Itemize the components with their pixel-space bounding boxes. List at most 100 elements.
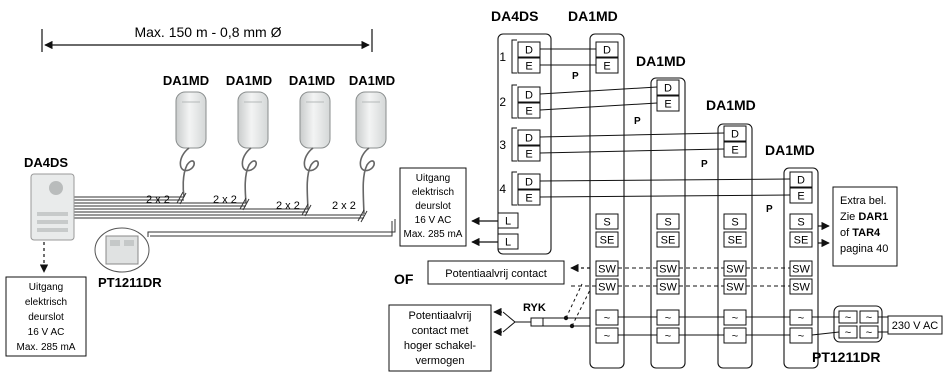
handset-term-s-2 <box>656 213 680 230</box>
panel-term-d-1-label: D <box>525 45 533 57</box>
psu-label-left: PT1211DR <box>98 275 162 290</box>
panel-term-e-2-label: E <box>525 106 532 118</box>
handset-term-s-1-label: S <box>603 217 610 229</box>
svg-text:P: P <box>701 159 708 170</box>
svg-text:contact met: contact met <box>412 325 469 337</box>
svg-text:deurslot: deurslot <box>28 312 64 323</box>
installation-overview: Max. 150 m - 0,8 mm Ø DA1MD DA1MD DA1MD … <box>5 24 396 357</box>
svg-text:vermogen: vermogen <box>416 355 465 367</box>
wire-label-4: 2 x 2 <box>332 200 356 212</box>
handset-term-se-1 <box>595 231 619 248</box>
svg-text:230 V AC: 230 V AC <box>892 320 939 332</box>
panel-term-e-3 <box>517 145 541 162</box>
contact2-box: Potentiaalvrij contact met hoger schakel… <box>388 304 492 372</box>
handset-term-ac2-2-label: ~ <box>665 331 671 343</box>
svg-text:2: 2 <box>499 95 506 109</box>
handset-term-sw2-3-label: SW <box>726 282 744 294</box>
handset-term-s-4 <box>789 213 813 230</box>
handset-term-ac1-3-label: ~ <box>732 313 738 325</box>
handset-term-d-3-label: D <box>731 129 739 141</box>
svg-text:Zie DAR1: Zie DAR1 <box>840 211 888 223</box>
door-panel <box>30 173 75 241</box>
svg-text:elektrisch: elektrisch <box>25 297 67 308</box>
handset-term-ac1-1-label: ~ <box>604 313 610 325</box>
svg-text:~: ~ <box>845 312 851 324</box>
contact-box: Potentiaalvrij contact <box>427 260 565 285</box>
svg-text:P: P <box>766 204 773 215</box>
handset-term-sw1-1-label: SW <box>598 264 616 276</box>
svg-text:Potentiaalvrij: Potentiaalvrij <box>409 310 472 322</box>
svg-text:~: ~ <box>866 312 872 324</box>
handset-term-d-4-label: D <box>797 175 805 187</box>
handset-title-2: DA1MD <box>636 53 686 69</box>
panel-term-d-3-label: D <box>525 133 533 145</box>
handset-term-s-2-label: S <box>664 217 671 229</box>
of-label: OF <box>394 271 414 287</box>
panel-term-e-3-label: E <box>525 149 532 161</box>
handset-term-e-4-label: E <box>797 191 804 203</box>
svg-text:elektrisch: elektrisch <box>412 187 454 198</box>
handset-term-sw1-3-label: SW <box>726 264 744 276</box>
handset-term-se-4-label: SE <box>794 235 809 247</box>
panel-term-d-3 <box>517 129 541 146</box>
handset-term-se-3-label: SE <box>728 235 743 247</box>
handset-block-3 <box>717 123 753 369</box>
handset-4 <box>355 91 387 215</box>
svg-text:Max. 285 mA: Max. 285 mA <box>404 229 463 240</box>
svg-text:~: ~ <box>866 327 872 339</box>
handset-label-1: DA1MD <box>163 73 209 88</box>
handset-2 <box>237 91 269 204</box>
handset-term-ac1-2-label: ~ <box>665 313 671 325</box>
handset-label-3: DA1MD <box>289 73 335 88</box>
handset-term-se-4 <box>789 231 813 248</box>
panel-term-e-4 <box>517 189 541 206</box>
panel-term-e-4-label: E <box>525 193 532 205</box>
panel-term-d-2-label: D <box>525 90 533 102</box>
panel-block <box>497 33 552 255</box>
handset-term-ac2-1-label: ~ <box>604 331 610 343</box>
handset-block-2 <box>650 77 686 369</box>
left-output-box: Uitgang elektrisch deurslot 16 V AC Max.… <box>5 276 87 357</box>
bus-wires <box>72 196 396 257</box>
handset-term-sw1-2-label: SW <box>659 264 677 276</box>
psu-label-right: PT1211DR <box>812 349 880 365</box>
wire-label-1: 2 x 2 <box>146 194 170 206</box>
handset-title-4: DA1MD <box>765 142 815 158</box>
handset-term-se-2 <box>656 231 680 248</box>
handset-term-sw2-4-label: SW <box>792 282 810 294</box>
svg-text:3: 3 <box>499 138 506 152</box>
handset-term-ac1-4-label: ~ <box>798 313 804 325</box>
wire-label-3: 2 x 2 <box>276 200 300 212</box>
panel-term-e-1-label: E <box>525 61 532 73</box>
panel-label: DA4DS <box>24 155 68 170</box>
distance-label: Max. 150 m - 0,8 mm Ø <box>134 24 281 40</box>
panel-term-d-2 <box>517 86 541 103</box>
handset-term-sw1-4-label: SW <box>792 264 810 276</box>
wiring-schematic: DA4DS DA1MD DA1MD DA1MD DA1MD 1 2 3 4 DE… <box>388 8 943 372</box>
svg-text:of TAR4: of TAR4 <box>840 227 881 239</box>
panel-title: DA4DS <box>491 8 538 24</box>
handset-term-d-1-label: D <box>603 45 611 57</box>
svg-text:16 V AC: 16 V AC <box>415 215 452 226</box>
handset-title-3: DA1MD <box>706 97 756 113</box>
svg-text:pagina 40: pagina 40 <box>840 243 888 255</box>
ryk-relay <box>502 283 591 333</box>
svg-text:4: 4 <box>499 182 506 196</box>
handset-term-s-4-label: S <box>797 217 804 229</box>
handset-term-ac2-3-label: ~ <box>732 331 738 343</box>
svg-text:P: P <box>572 71 579 82</box>
svg-text:Potentiaalvrij contact: Potentiaalvrij contact <box>445 268 547 280</box>
panel-term-d-4 <box>517 173 541 190</box>
handset-3 <box>299 91 331 210</box>
svg-text:1: 1 <box>499 50 506 64</box>
svg-text:P: P <box>634 116 641 127</box>
handset-term-se-1-label: SE <box>600 235 615 247</box>
handset-label-2: DA1MD <box>226 73 272 88</box>
psu-block <box>833 305 883 343</box>
svg-text:Extra bel.: Extra bel. <box>840 195 886 207</box>
handset-term-d-2-label: D <box>664 83 672 95</box>
handset-term-e-1-label: E <box>603 61 610 73</box>
handset-term-s-3-label: S <box>731 217 738 229</box>
svg-text:Max. 285 mA: Max. 285 mA <box>17 342 76 353</box>
panel-term-d-4-label: D <box>525 177 533 189</box>
